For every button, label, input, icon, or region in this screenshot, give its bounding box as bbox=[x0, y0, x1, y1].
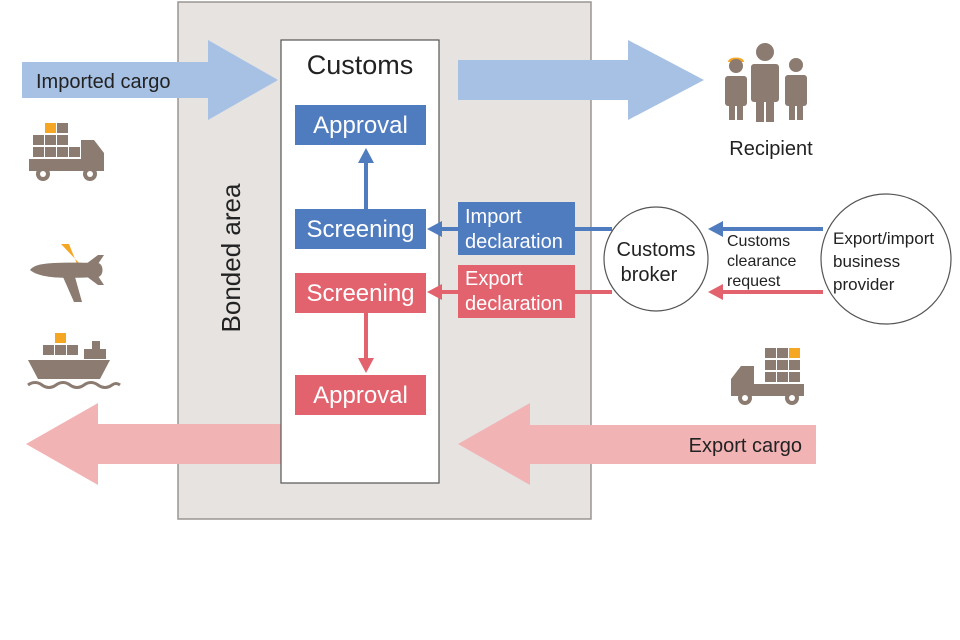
export-truck-icon bbox=[731, 348, 804, 405]
customs-broker-line2: broker bbox=[621, 264, 678, 286]
export-declaration-arrowhead bbox=[427, 284, 442, 300]
airplane-icon bbox=[30, 244, 104, 302]
import-declaration-line1: Import bbox=[465, 206, 522, 228]
screening-export-box bbox=[295, 273, 426, 313]
clearance-request-red-arrowhead bbox=[708, 284, 723, 300]
export-approval-arrowhead bbox=[358, 358, 374, 373]
screening-import-box bbox=[295, 209, 426, 249]
customs-title: Customs bbox=[307, 50, 414, 80]
imported-cargo-label: Imported cargo bbox=[36, 71, 171, 93]
business-provider-circle bbox=[820, 193, 952, 325]
cargo-ship-icon bbox=[27, 333, 121, 389]
imported-cargo-arrow bbox=[22, 40, 278, 120]
approval-import-box bbox=[295, 105, 426, 145]
export-declaration-box bbox=[458, 265, 575, 318]
clearance-request-line3: request bbox=[727, 273, 781, 290]
bonded-area-label: Bonded area bbox=[216, 183, 246, 332]
export-declaration-line1: Export bbox=[465, 268, 523, 290]
export-cargo-arrow bbox=[458, 403, 816, 485]
export-cargo-label: Export cargo bbox=[689, 435, 802, 457]
clearance-request-blue-arrowhead bbox=[708, 221, 723, 237]
import-declaration-box bbox=[458, 202, 575, 255]
import-approval-arrowhead bbox=[358, 148, 374, 163]
clearance-request-line2: clearance bbox=[727, 253, 796, 270]
import-release-arrow bbox=[458, 40, 704, 120]
business-provider-line1: Export/import bbox=[833, 229, 934, 248]
screening-export-label: Screening bbox=[306, 280, 414, 307]
approval-export-box bbox=[295, 375, 426, 415]
import-declaration-line2: declaration bbox=[465, 231, 563, 253]
customs-broker-circle bbox=[603, 206, 709, 312]
business-provider-line2: business bbox=[833, 252, 900, 271]
truck-icon bbox=[29, 123, 104, 181]
recipient-people-icon bbox=[725, 43, 807, 122]
approval-export-label: Approval bbox=[313, 382, 408, 409]
recipient-label: Recipient bbox=[729, 138, 813, 160]
export-declaration-line2: declaration bbox=[465, 293, 563, 315]
clearance-request-line1: Customs bbox=[727, 233, 790, 250]
business-provider-line3: provider bbox=[833, 275, 895, 294]
screening-import-label: Screening bbox=[306, 216, 414, 243]
import-declaration-arrowhead bbox=[427, 221, 442, 237]
approval-import-label: Approval bbox=[313, 112, 408, 139]
customs-broker-line1: Customs bbox=[617, 239, 696, 261]
export-shipment-arrow bbox=[26, 403, 282, 485]
